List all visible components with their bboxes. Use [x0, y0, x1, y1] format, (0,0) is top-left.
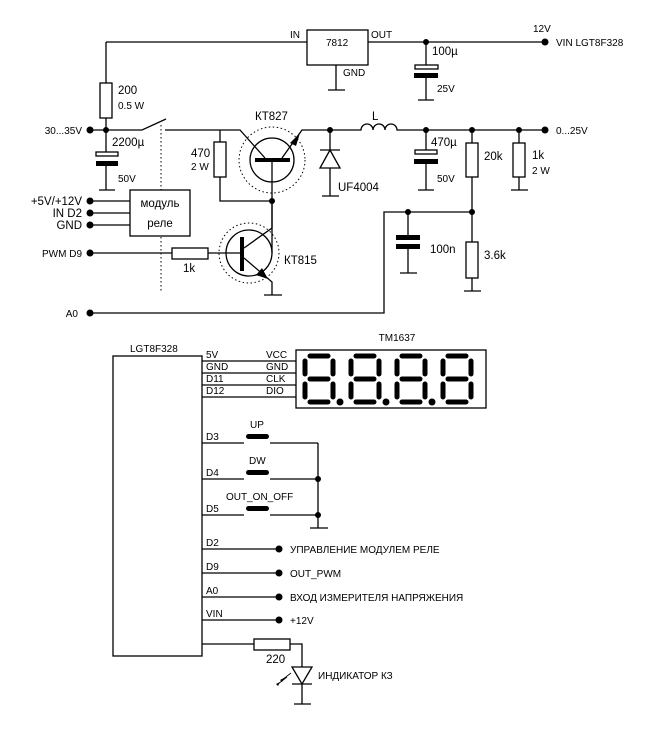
c-filter-value: 470µ: [431, 137, 457, 149]
relay-pin-power: +5V/+12V: [31, 196, 82, 208]
relay-line2: реле: [147, 218, 173, 230]
led-resistor-value: 220: [266, 654, 285, 666]
rload-value: 1k: [532, 150, 544, 162]
input-label: 30...35V: [45, 126, 83, 137]
pin-d2: D2: [206, 538, 219, 549]
led-label: ИНДИКАТОР КЗ: [318, 671, 393, 682]
pin-d3: D3: [206, 432, 219, 443]
c-out-voltage: 25V: [437, 84, 455, 95]
vin-label: VIN LGT8F328: [556, 38, 624, 49]
relay-line1: модуль: [141, 198, 180, 210]
q1-label: КТ827: [255, 111, 288, 123]
output-terminal: [541, 126, 549, 134]
pin-clk: CLK: [266, 374, 286, 385]
resistor-200: 200 0.5 W: [99, 42, 145, 130]
display-decimal-point: [382, 398, 390, 406]
resistor-470: 470 2 W: [191, 130, 272, 202]
regulator-gnd-label: GND: [343, 68, 365, 79]
display-decimal-point: [336, 398, 344, 406]
led-indicator: 220 ИНДИКАТОР КЗ: [202, 638, 393, 705]
capacitor-100u: 100µ 25V: [414, 39, 458, 101]
r200-value: 200: [118, 85, 137, 97]
display-digit: [440, 353, 474, 405]
capacitor-2200u: 2200µ 50V: [95, 130, 145, 191]
a0-terminal: [86, 309, 94, 317]
display-digit: [394, 353, 436, 406]
button-out-on-off[interactable]: D5 OUT_ON_OFF: [206, 492, 293, 518]
q2-label: КТ815: [284, 255, 317, 267]
button-dw-label: DW: [249, 456, 266, 467]
resistor-load-1k: 1k 2 W: [511, 127, 550, 191]
button-up-label: UP: [250, 420, 264, 431]
c-out-value: 100µ: [432, 46, 458, 58]
mcu-label: LGT8F328: [130, 344, 178, 355]
capacitor-470u: 470µ 50V: [414, 127, 457, 191]
a0-label: A0: [66, 309, 79, 320]
button-down[interactable]: D4 DW: [206, 456, 270, 482]
rload-power: 2 W: [532, 166, 550, 177]
output-relay-label: УПРАВЛЕНИЕ МОДУЛЕМ РЕЛЕ: [290, 545, 440, 556]
pin-d9: D9: [206, 562, 219, 573]
pin-vcc: VCC: [266, 350, 287, 361]
transistor-kt815: КТ815: [218, 201, 317, 296]
mcu-lgt8f328: LGT8F328: [112, 344, 203, 657]
button-up[interactable]: D3 UP: [206, 420, 270, 446]
display-label: TM1637: [379, 333, 416, 344]
pin-vin: VIN: [206, 609, 223, 620]
r3k6-value: 3.6k: [484, 250, 506, 262]
pin-gnd: GND: [206, 362, 228, 373]
regulator-name: 7812: [326, 38, 349, 49]
capacitor-100n: 100n: [90, 209, 472, 314]
r20k-value: 20k: [484, 151, 503, 163]
diode-uf4004: UF4004: [318, 127, 380, 197]
display-digit: [302, 353, 344, 406]
c100n-value: 100n: [430, 244, 456, 256]
inductor-l: L: [358, 111, 400, 131]
pwm-label: PWM D9: [42, 249, 82, 260]
output-adc-label: ВХОД ИЗМЕРИТЕЛЯ НАПРЯЖЕНИЯ: [290, 593, 463, 604]
voltage-divider: 20k 3.6k: [464, 127, 506, 292]
regulator-7812: 7812 IN OUT GND: [106, 29, 545, 91]
transistor-kt827: КТ827: [238, 111, 306, 253]
r1k-base-value: 1k: [183, 263, 195, 275]
pin-d11: D11: [206, 374, 224, 385]
display-tm1637: TM1637: [295, 333, 487, 409]
pin-disp-gnd: GND: [266, 362, 288, 373]
vin-terminal: [541, 38, 549, 46]
pin-dio: DIO: [266, 386, 284, 397]
regulator-out-label: OUT: [371, 30, 392, 41]
r470-value: 470: [191, 148, 210, 160]
pin-d4: D4: [206, 468, 219, 479]
pin-5v: 5V: [206, 350, 219, 361]
relay-pin-gnd: GND: [56, 220, 82, 232]
display-decimal-point: [428, 398, 436, 406]
button-out-label: OUT_ON_OFF: [226, 492, 293, 503]
pwm-input: PWM D9 1k: [42, 247, 242, 275]
r200-power: 0.5 W: [118, 101, 145, 112]
relay-pin-in: IN D2: [53, 208, 82, 220]
pin-d5: D5: [206, 504, 219, 515]
vin-12v-label: 12V: [533, 24, 551, 35]
relay-module: модуль реле +5V/+12V IN D2 GND: [31, 189, 191, 237]
r470-power: 2 W: [191, 162, 209, 173]
pin-d12: D12: [206, 386, 225, 397]
c-in-voltage: 50V: [118, 174, 136, 185]
output-pwm-label: OUT_PWM: [290, 569, 341, 580]
output-12v-label: +12V: [290, 616, 314, 627]
regulator-in-label: IN: [290, 30, 300, 41]
pin-a0: A0: [206, 586, 219, 597]
inductor-label: L: [372, 111, 379, 123]
c-filter-voltage: 50V: [437, 174, 455, 185]
display-connection: 5V GND D11 D12 VCC GND CLK DIO: [202, 350, 296, 398]
c-in-value: 2200µ: [112, 137, 145, 149]
diode-label: UF4004: [338, 182, 380, 194]
output-label: 0...25V: [556, 126, 588, 137]
display-digit: [348, 353, 390, 406]
mcu-outputs: D2 D9 A0 VIN УПРАВЛЕНИЕ МОДУЛЕМ РЕЛЕ OUT…: [202, 538, 463, 627]
